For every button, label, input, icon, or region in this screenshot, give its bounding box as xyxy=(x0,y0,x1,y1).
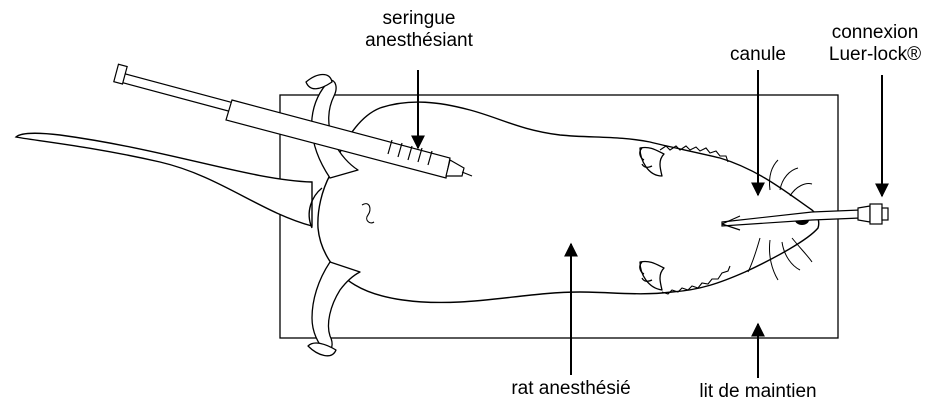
cannula-label: canule xyxy=(708,44,808,66)
connector-label-line2: Luer-lock® xyxy=(812,44,938,66)
syringe-label-line1: seringue xyxy=(334,8,504,30)
syringe-label-line2: anesthésiant xyxy=(334,30,504,52)
luer-lock-connector xyxy=(858,204,888,224)
rat-label: rat anesthésié xyxy=(476,378,666,400)
rat-label-text: rat anesthésié xyxy=(476,378,666,400)
syringe-label: seringue anesthésiant xyxy=(334,8,504,52)
rat-tail xyxy=(16,133,312,226)
bed-label: lit de maintien xyxy=(668,381,848,403)
connector-label-line1: connexion xyxy=(812,22,938,44)
connector-label: connexion Luer-lock® xyxy=(812,22,938,66)
rat-body xyxy=(309,102,819,302)
bed-label-text: lit de maintien xyxy=(668,381,848,403)
cannula-label-text: canule xyxy=(708,44,808,66)
